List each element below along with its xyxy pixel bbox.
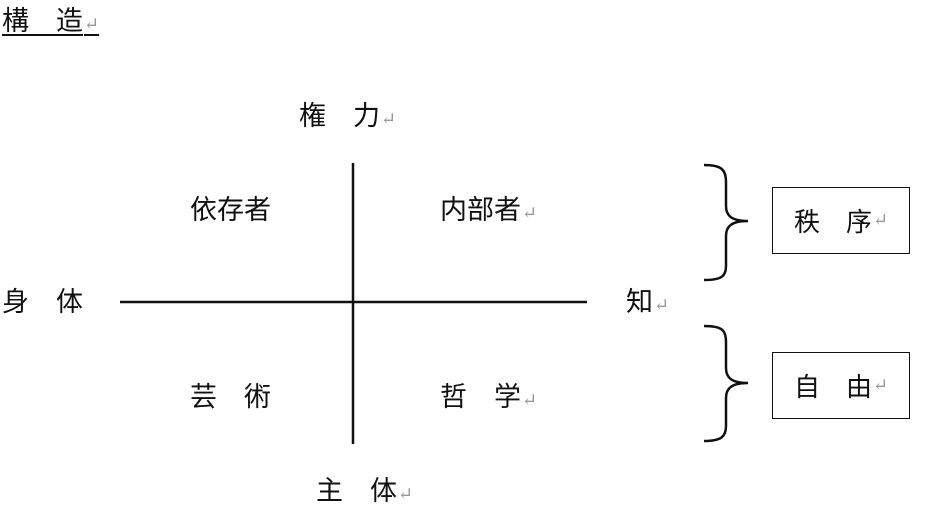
upper-brace — [703, 163, 749, 282]
axis-label-left: 身 体 — [2, 287, 83, 318]
quadrant-top-left: 依存者 — [190, 195, 271, 226]
title-text: 構 造 — [2, 6, 83, 37]
return-mark-icon: ↵ — [522, 390, 538, 411]
return-mark-icon: ↵ — [398, 484, 414, 505]
return-mark-icon: ↵ — [654, 295, 670, 316]
return-mark-icon: ↵ — [872, 375, 889, 396]
quadrant-bottom-right: 哲 学↵ — [440, 382, 538, 413]
group-label-lower: 自 由 — [793, 373, 872, 403]
lower-brace — [703, 324, 749, 443]
return-mark-icon: ↵ — [872, 210, 889, 231]
axis-label-right: 知↵ — [626, 287, 670, 318]
page-title: 構 造↵ — [2, 8, 99, 35]
group-label-upper: 秩 序 — [793, 208, 872, 238]
quadrant-bottom-left: 芸 術 — [190, 382, 271, 413]
axis-label-top: 権 力↵ — [299, 101, 397, 132]
axis-label-bottom: 主 体↵ — [316, 476, 414, 507]
return-mark-icon: ↵ — [381, 109, 397, 130]
return-mark-icon: ↵ — [522, 203, 538, 224]
group-box-upper: 秩 序↵ — [772, 187, 910, 254]
group-box-lower: 自 由↵ — [772, 352, 910, 419]
quadrant-top-right: 内部者↵ — [440, 195, 538, 226]
return-mark-icon: ↵ — [84, 14, 100, 35]
